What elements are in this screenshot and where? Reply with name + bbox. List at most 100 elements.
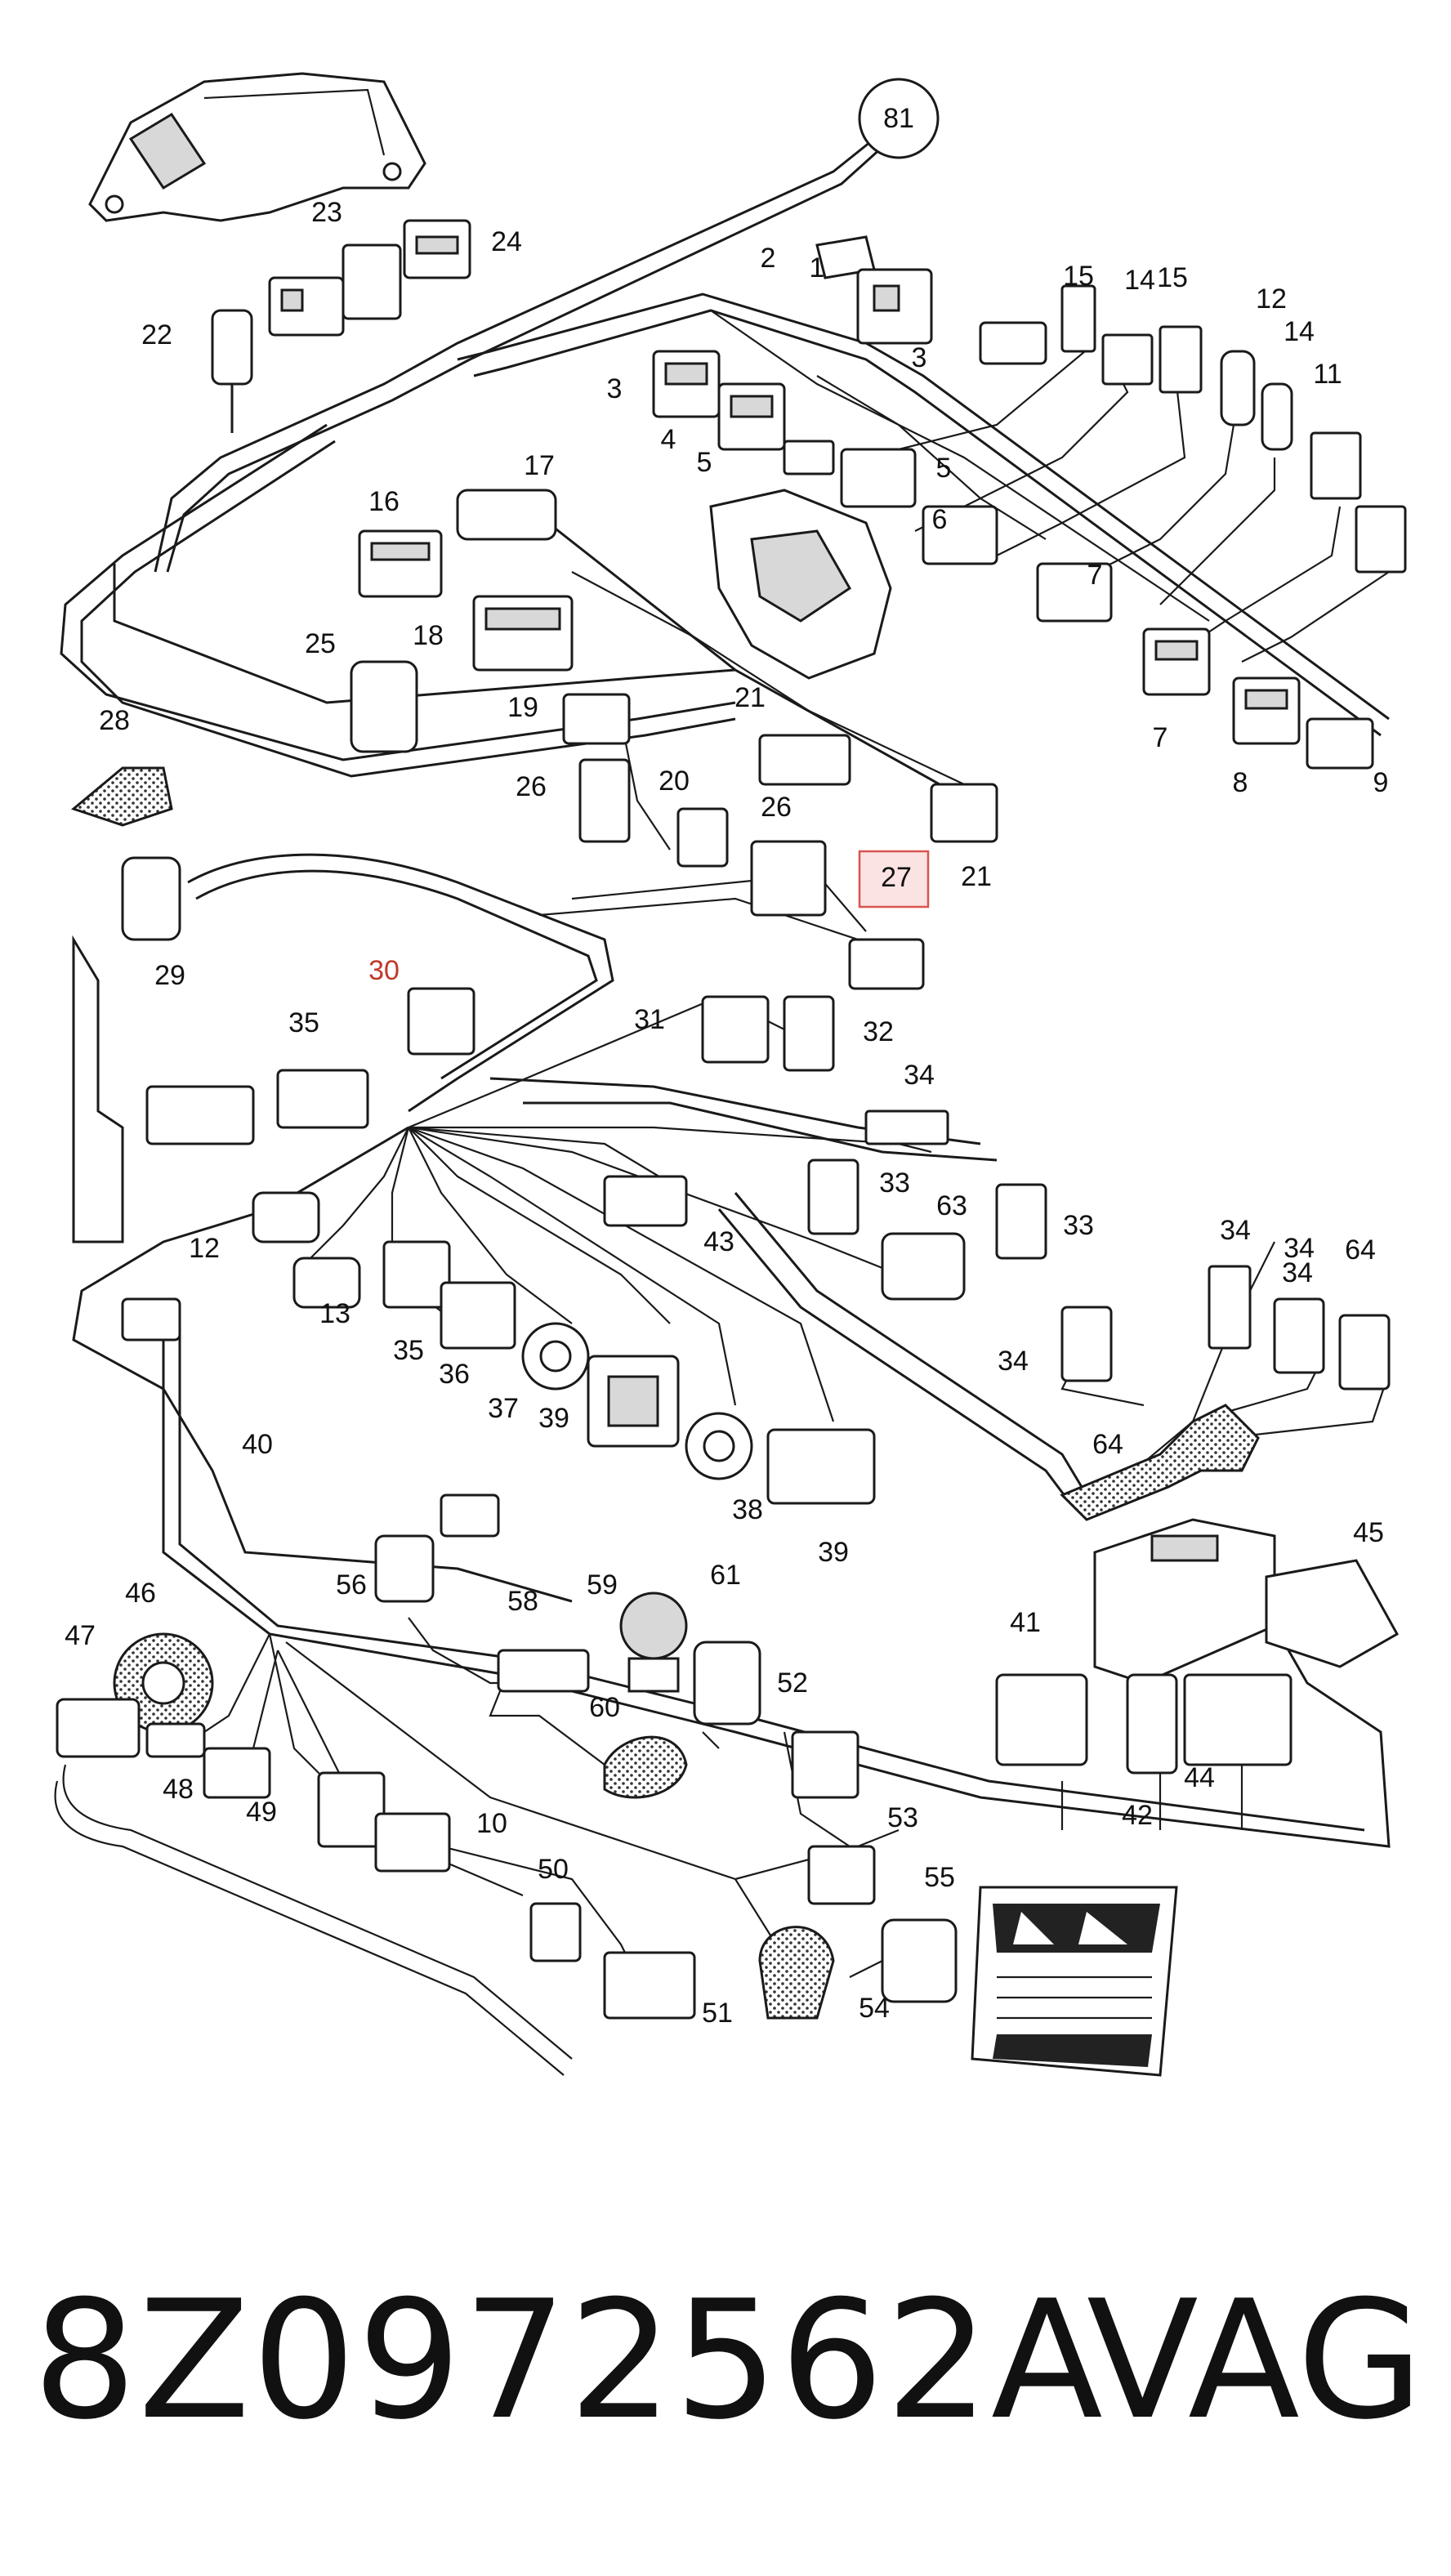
connector-34-b <box>807 1159 859 1235</box>
connector-26-low <box>317 1771 386 1848</box>
connector-31 <box>70 766 173 827</box>
callout-label-12: 12 <box>1256 283 1287 315</box>
connector-7-mid <box>840 448 917 508</box>
connector-23 <box>930 783 998 843</box>
callout-label-5: 5 <box>697 447 712 478</box>
connector-5-mid <box>717 382 786 451</box>
connector-17 <box>1060 284 1096 353</box>
connector-58 <box>881 1918 958 2003</box>
callout-label-39: 39 <box>818 1537 849 1568</box>
callout-label-64: 64 <box>1345 1234 1376 1266</box>
callout-label-6: 6 <box>932 504 948 535</box>
connector-16 <box>1159 325 1203 394</box>
connector-42 <box>121 1297 500 1538</box>
connector-45 <box>603 1175 688 1227</box>
connector-1 <box>856 268 933 345</box>
connector-24 <box>211 309 253 433</box>
callout-label-47: 47 <box>65 1620 96 1651</box>
callout-label-29: 29 <box>154 960 185 991</box>
connector-7-right <box>1355 505 1407 574</box>
callout-label-54: 54 <box>859 1993 890 2024</box>
connector-11 <box>1232 676 1301 745</box>
connector-32 <box>121 856 181 941</box>
callout-label-50: 50 <box>538 1854 569 1885</box>
callout-label-32: 32 <box>863 1016 894 1047</box>
callout-label-60: 60 <box>589 1692 620 1723</box>
callout-label-49: 49 <box>246 1797 277 1828</box>
callout-label-52: 52 <box>777 1667 808 1699</box>
connector-56 <box>758 1926 835 2020</box>
callout-label-41: 41 <box>1010 1607 1041 1638</box>
connector-25 <box>342 243 402 320</box>
callout-label-34: 34 <box>1284 1233 1315 1264</box>
connector-21-mid <box>676 807 729 868</box>
connector-43 <box>995 1673 1088 1766</box>
connector-33-left <box>407 987 475 1056</box>
callout-label-33: 33 <box>879 1167 910 1199</box>
callout-label-25: 25 <box>305 628 336 659</box>
callout-label-21: 21 <box>961 861 992 892</box>
callout-label-56: 56 <box>336 1569 367 1601</box>
callout-label-35: 35 <box>288 1007 319 1038</box>
callout-label-3: 3 <box>912 342 927 373</box>
callout-label-26: 26 <box>761 792 792 823</box>
connector-41 <box>766 1428 876 1505</box>
bracket-component <box>88 72 426 222</box>
callout-label-16: 16 <box>368 486 400 517</box>
connector-8 <box>922 505 998 565</box>
callout-label-20: 20 <box>659 766 690 797</box>
label-plate <box>971 1886 1178 2077</box>
callout-label-8: 8 <box>1233 767 1248 798</box>
callout-label-31: 31 <box>634 1004 665 1035</box>
antenna-strip <box>54 1764 573 2076</box>
callout-label-28: 28 <box>99 705 130 736</box>
callout-label-18: 18 <box>413 620 444 651</box>
connector-27 <box>350 660 418 753</box>
callout-label-45: 45 <box>1353 1517 1384 1548</box>
connector-14-top <box>1220 350 1256 426</box>
callout-label-15: 15 <box>1157 262 1188 293</box>
connector-44 <box>1126 1673 1178 1775</box>
callout-label-44: 44 <box>1184 1762 1215 1793</box>
connector-59 <box>374 1534 435 1603</box>
callout-label-51: 51 <box>702 1998 733 2029</box>
highlight-box <box>858 850 930 909</box>
callout-label-34: 34 <box>904 1060 935 1091</box>
callout-label-12: 12 <box>189 1233 220 1264</box>
connector-15-top <box>1261 382 1293 451</box>
connector-5-top <box>268 276 345 337</box>
callout-label-38: 38 <box>732 1494 763 1525</box>
callout-label-4: 4 <box>661 424 676 455</box>
connector-26-top <box>403 219 471 279</box>
connector-18 <box>456 489 557 541</box>
connector-39-a <box>521 1322 590 1391</box>
ref-circle-label: 81 <box>883 103 914 134</box>
callout-label-3: 3 <box>607 373 623 404</box>
callout-label-35: 35 <box>393 1335 424 1366</box>
connector-60 <box>497 1649 590 1693</box>
callout-label-46: 46 <box>125 1578 156 1609</box>
connector-21-top <box>562 693 631 745</box>
components: 81 <box>54 72 1407 2077</box>
callout-label-26: 26 <box>516 771 547 802</box>
connector-34-d <box>1273 1297 1325 1374</box>
connector-14-mid <box>252 1191 320 1243</box>
connector-28 <box>578 758 631 843</box>
connector-47 <box>1265 1559 1400 1668</box>
connector-15-mid <box>292 1257 361 1309</box>
connector-51 <box>203 1747 271 1799</box>
callout-label-14: 14 <box>1284 316 1315 347</box>
callout-label-21: 21 <box>734 682 766 713</box>
connector-67 <box>1338 1314 1391 1391</box>
callout-label-30: 30 <box>368 955 400 986</box>
callout-label-11: 11 <box>1313 359 1342 390</box>
callout-label-13: 13 <box>319 1298 350 1329</box>
connector-61 <box>619 1592 688 1693</box>
callout-label-24: 24 <box>491 226 522 257</box>
callout-label-55: 55 <box>924 1862 955 1893</box>
callout-label-43: 43 <box>703 1226 734 1257</box>
connector-38 <box>440 1281 516 1350</box>
connector-19 <box>358 529 443 598</box>
relay-block <box>709 489 892 680</box>
